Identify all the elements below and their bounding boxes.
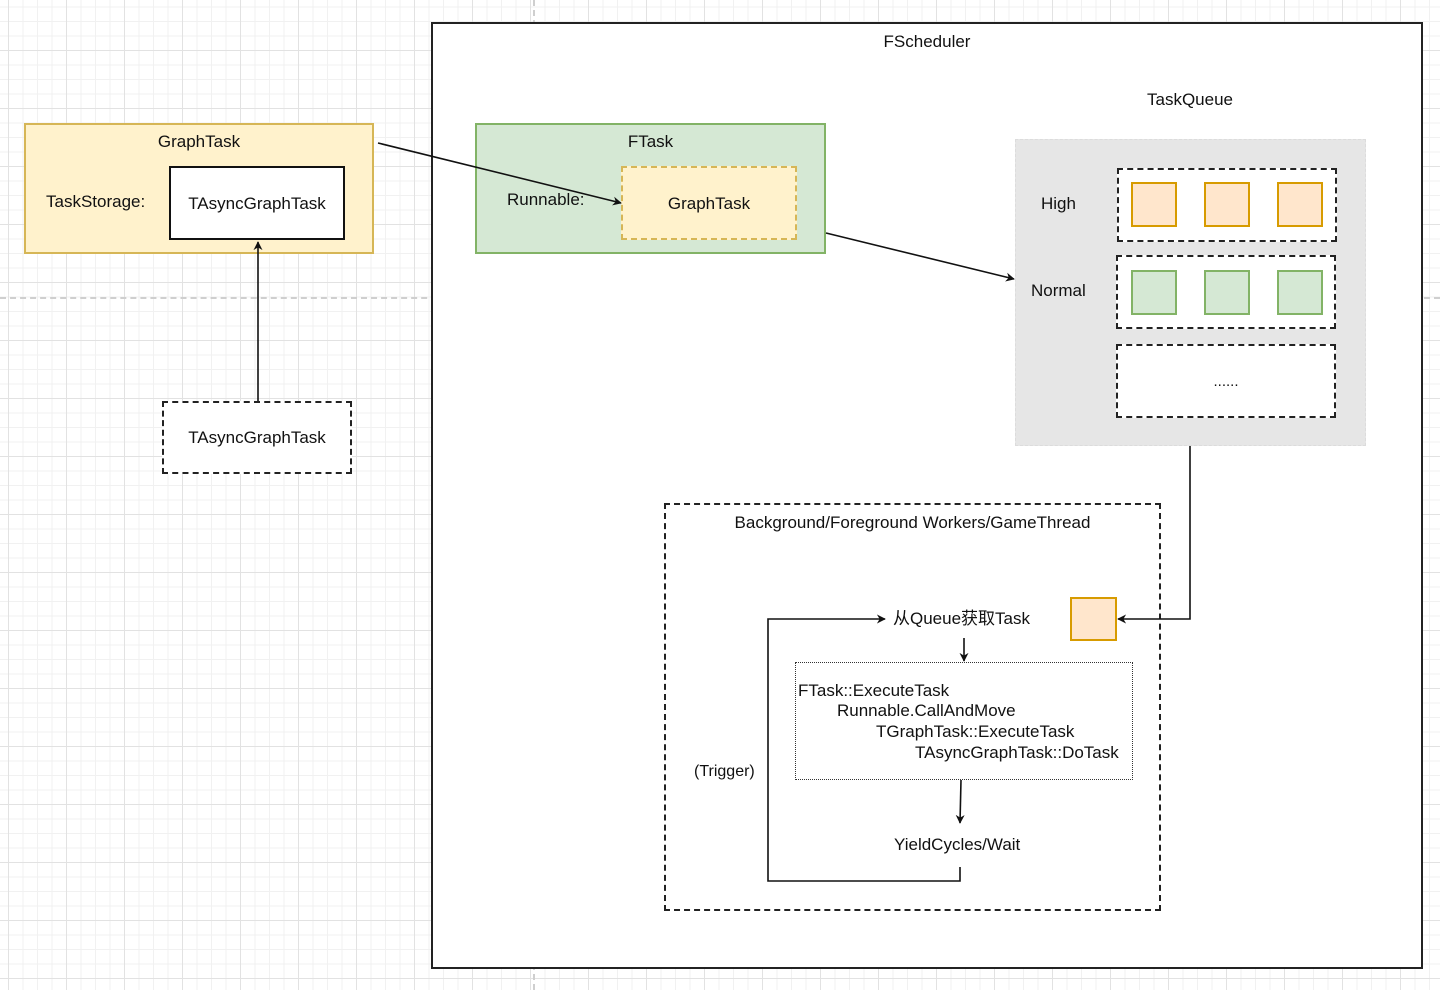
fetch-task-label: 从Queue获取Task — [893, 609, 1030, 628]
queue-item-normal[interactable] — [1131, 270, 1177, 315]
taskstorage-value: TAsyncGraphTask — [188, 193, 326, 213]
async-graph-task-node[interactable]: TAsyncGraphTask — [162, 401, 352, 474]
runnable-graphtask-label: GraphTask — [667, 193, 751, 213]
async-graph-task-label: TAsyncGraphTask — [188, 428, 326, 447]
execute-task-box[interactable] — [795, 662, 1133, 780]
ftask-title: FTask — [627, 132, 674, 151]
execute-line-4: TAsyncGraphTask::DoTask — [915, 743, 1119, 762]
fscheduler-title: FScheduler — [883, 32, 971, 51]
queue-item-high[interactable] — [1204, 182, 1250, 227]
runnable-graphtask-node[interactable]: GraphTask — [621, 166, 797, 240]
queue-item-high[interactable] — [1131, 182, 1177, 227]
queue-item-high[interactable] — [1277, 182, 1323, 227]
queue-row-more-ellipsis: ...... — [1213, 372, 1239, 390]
queue-row-more[interactable]: ...... — [1116, 344, 1336, 418]
execute-line-1: FTask::ExecuteTask — [798, 681, 950, 700]
yield-label: YieldCycles/Wait — [894, 835, 1021, 854]
trigger-label: (Trigger) — [694, 763, 755, 780]
queue-row-high-label: High — [1041, 194, 1076, 213]
execute-line-2: Runnable.CallAndMove — [837, 701, 1016, 720]
queue-row-normal-label: Normal — [1031, 281, 1086, 300]
taskqueue-title: TaskQueue — [1147, 90, 1233, 109]
taskstorage-node[interactable]: TAsyncGraphTask — [169, 166, 345, 240]
queue-item-normal[interactable] — [1277, 270, 1323, 315]
fetched-task-item[interactable] — [1070, 597, 1117, 641]
taskstorage-label: TaskStorage: — [46, 192, 146, 211]
runnable-label: Runnable: — [507, 190, 585, 209]
workers-container[interactable] — [664, 503, 1161, 911]
queue-item-normal[interactable] — [1204, 270, 1250, 315]
graphtask-title: GraphTask — [157, 132, 241, 151]
workers-title: Background/Foreground Workers/GameThread — [734, 513, 1091, 532]
execute-line-3: TGraphTask::ExecuteTask — [876, 722, 1075, 741]
